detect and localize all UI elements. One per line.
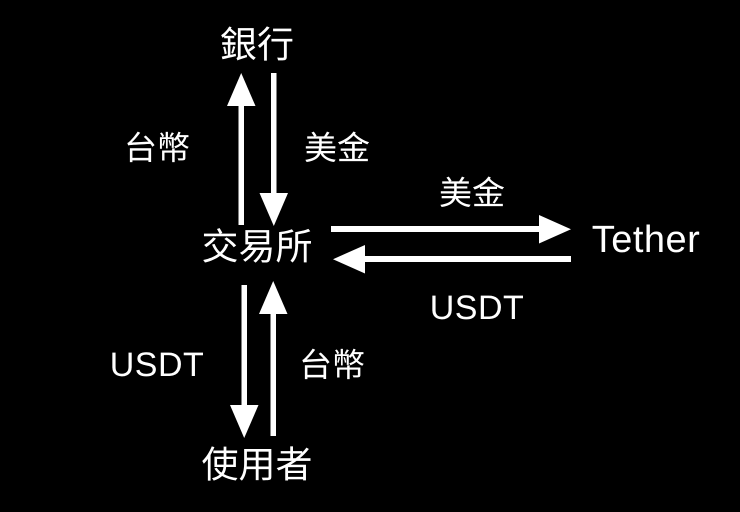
- edge-label-exchange-to-user: USDT: [109, 346, 205, 384]
- arrow-exchange-to-user: [230, 285, 259, 438]
- edge-label-bank-to-exchange: 美金: [304, 129, 370, 167]
- edge-label-user-to-exchange: 台幣: [299, 346, 365, 384]
- arrow-exchange-to-tether: [331, 215, 571, 244]
- node-label-bank: 銀行: [220, 24, 294, 66]
- edge-label-tether-to-exchange: USDT: [429, 289, 525, 327]
- arrow-bank-to-exchange: [259, 73, 288, 226]
- node-label-exchange: 交易所: [201, 226, 313, 268]
- edge-label-exchange-to-tether: 美金: [439, 174, 505, 212]
- edge-label-exchange-to-bank: 台幣: [124, 129, 190, 167]
- arrow-user-to-exchange: [259, 281, 288, 436]
- arrow-exchange-to-bank: [227, 73, 256, 225]
- node-label-user: 使用者: [201, 444, 313, 486]
- arrow-tether-to-exchange: [333, 245, 571, 274]
- node-label-tether: Tether: [591, 219, 701, 261]
